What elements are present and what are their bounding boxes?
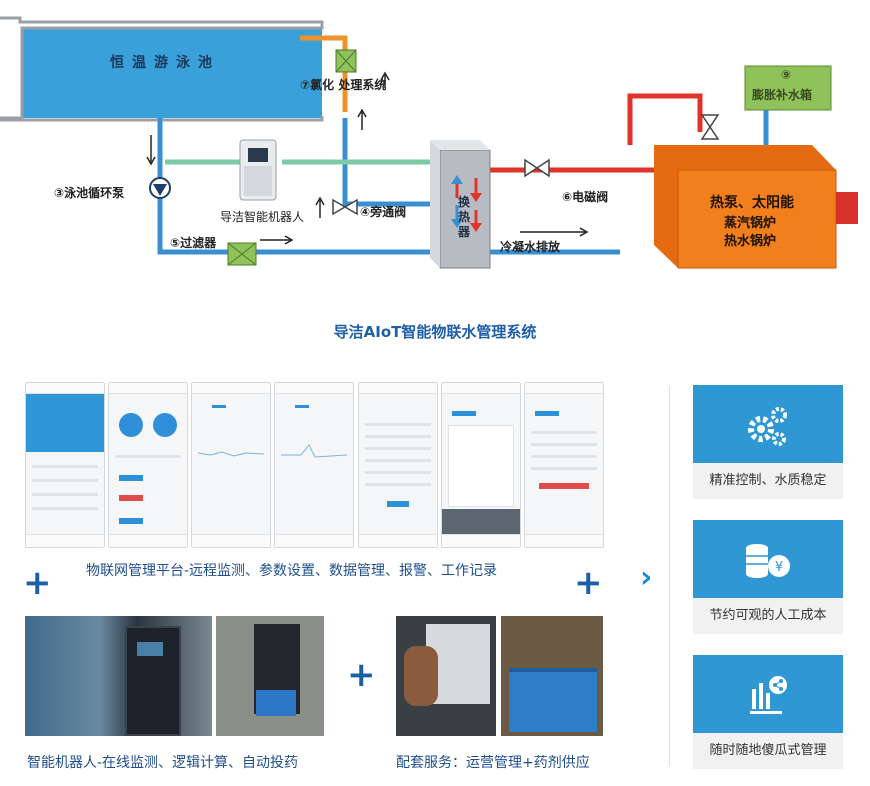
chevron-right-icon: › — [640, 560, 653, 595]
heat-source-label-1: 热泵、太阳能 — [710, 195, 794, 211]
gears-icon — [748, 407, 787, 446]
plus-icon: + — [574, 563, 603, 603]
divider — [669, 386, 670, 766]
heat-source-label-3: 热水锅炉 — [724, 234, 777, 249]
pool-water — [22, 28, 322, 118]
condensate-label: 冷凝水排放 — [500, 240, 561, 254]
coins-icon: ¥ — [746, 544, 790, 578]
solenoid-valve-icon — [524, 158, 550, 178]
expansion-tank-number: ⑨ — [781, 68, 792, 82]
heat-exchanger-label: 换热器 — [458, 195, 471, 239]
filter-label: ⑤过滤器 — [170, 236, 217, 250]
plus-icon: + — [23, 563, 52, 603]
chlorination-label: ⑦氯化 处理系统 — [300, 78, 387, 92]
solenoid-valve-label: ⑥电磁阀 — [562, 190, 609, 204]
circulation-pump-label: ③泳池循环泵 — [54, 186, 125, 200]
pool-wall — [0, 16, 324, 120]
service-photo-2 — [501, 616, 603, 736]
svg-text:¥: ¥ — [775, 560, 783, 575]
app-screen-home — [25, 382, 105, 548]
robot-caption: 智能机器人-在线监测、逻辑计算、自动投药 — [27, 755, 299, 771]
red-valve-icon — [700, 114, 720, 140]
platform-caption: 物联网管理平台-远程监测、参数设置、数据管理、报警、工作记录 — [86, 563, 498, 579]
system-title: 导洁AIoT智能物联水管理系统 — [333, 323, 537, 341]
expansion-tank — [744, 65, 832, 111]
feature-card-management: 随时随地傻瓜式管理 — [693, 655, 843, 769]
feature-card-control: 精准控制、水质稳定 — [693, 385, 843, 499]
robot-label: 导洁智能机器人 — [220, 210, 305, 224]
heat-exchanger — [439, 149, 491, 269]
app-screen-alarm — [441, 382, 521, 548]
orange-pipe — [300, 35, 348, 112]
plus-icon: + — [347, 655, 376, 695]
app-screen-trend-1 — [191, 382, 271, 548]
blue-pipes — [157, 108, 769, 255]
heat-source-label-2: 蒸汽锅炉 — [724, 216, 777, 231]
app-screen-trend-2 — [274, 382, 354, 548]
pool-label: 恒温游泳池 — [110, 55, 220, 71]
robot-photo-2 — [216, 616, 324, 736]
expansion-tank-label: 膨胀补水箱 — [752, 88, 813, 102]
app-screen-settings — [358, 382, 438, 548]
feature-label: 精准控制、水质稳定 — [709, 473, 827, 488]
feature-label: 节约可观的人工成本 — [709, 608, 827, 623]
robot-photo-1 — [25, 616, 212, 736]
boiler-burner — [836, 192, 858, 224]
process-diagram — [0, 16, 858, 269]
feature-label: 随时随地傻瓜式管理 — [709, 743, 827, 758]
service-caption: 配套服务：运营管理+药剂供应 — [396, 755, 590, 771]
app-screen-records — [524, 382, 604, 548]
chart-share-icon — [750, 676, 787, 714]
bypass-valve-icon — [332, 198, 358, 216]
bypass-valve-label: ④旁通阀 — [360, 205, 407, 219]
app-screen-monitor — [108, 382, 188, 548]
service-photo-1 — [396, 616, 496, 736]
feature-card-cost: ¥ 节约可观的人工成本 — [693, 520, 843, 634]
